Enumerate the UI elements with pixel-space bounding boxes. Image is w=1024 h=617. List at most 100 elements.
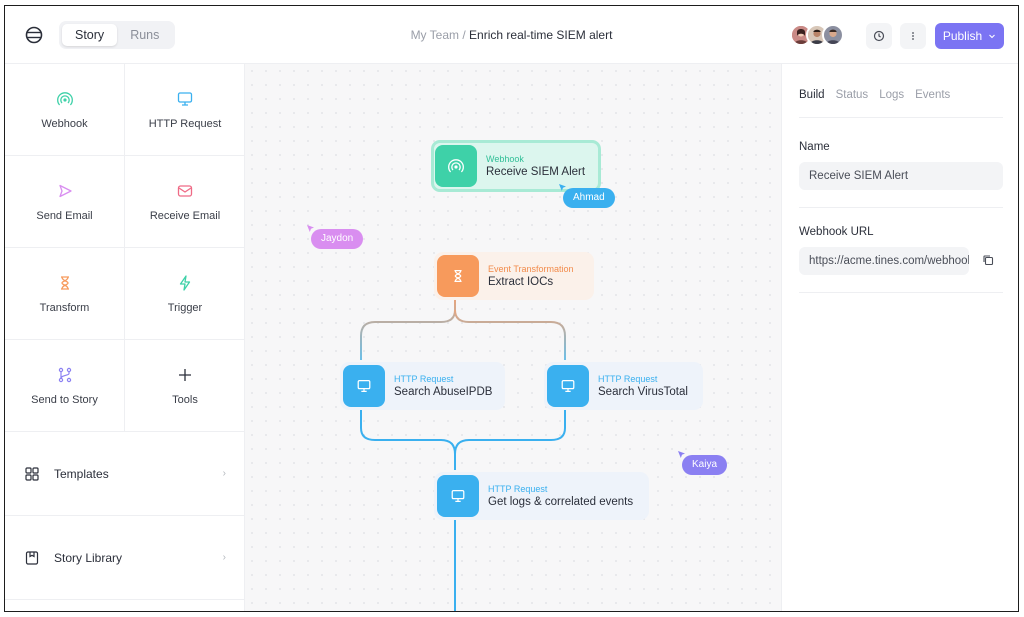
tile-webhook[interactable]: Webhook [5, 64, 125, 156]
plus-icon [179, 368, 191, 381]
cursor-label: Jaydon [311, 229, 364, 249]
tile-label: HTTP Request [148, 117, 222, 130]
templates-label: Templates [54, 466, 109, 481]
more-button[interactable] [900, 23, 926, 49]
copy-icon[interactable] [982, 254, 994, 266]
monitor-icon [357, 380, 371, 392]
tile-transform[interactable]: Transform [5, 248, 125, 340]
edge-transform-virustotal [454, 309, 566, 360]
hourglass-icon [60, 275, 69, 290]
avatar[interactable] [806, 24, 828, 46]
breadcrumb: My Team / Enrich real-time SIEM alert [5, 28, 1018, 42]
publish-label: Publish [942, 29, 983, 43]
connections [360, 189, 566, 611]
clock-icon [873, 30, 885, 42]
node-type: Event Transformation [488, 264, 574, 274]
node-name: Get logs & correlated events [488, 496, 634, 508]
divider [799, 292, 1003, 293]
tile-send-to-story[interactable]: Send to Story [5, 340, 125, 432]
tile-receive-email[interactable]: Receive Email [125, 156, 245, 248]
edge-virustotal-getlogs [454, 410, 566, 455]
mail-icon [177, 184, 193, 197]
pointer-icon [307, 225, 314, 232]
edge-transform-abuseipdb [360, 300, 456, 360]
inspector-panel: Build Status Logs Events Name Receive SI… [781, 64, 1018, 611]
cursor-label: Kaiya [682, 455, 728, 475]
node-type: HTTP Request [394, 374, 454, 384]
node-name: Search VirusTotal [598, 386, 688, 398]
monitor-icon [177, 91, 193, 106]
story-canvas[interactable]: Webhook Receive SIEM Alert Event Transfo… [245, 64, 781, 611]
edge-abuseipdb-getlogs [360, 410, 456, 470]
tile-trigger[interactable]: Trigger [125, 248, 245, 340]
breadcrumb-team[interactable]: My Team [410, 28, 460, 42]
node-search-abuseipdb[interactable]: HTTP Request Search AbuseIPDB [340, 362, 505, 410]
person-icon [792, 26, 810, 44]
story-library-link[interactable]: Story Library › [5, 516, 244, 600]
node-name: Receive SIEM Alert [486, 166, 586, 178]
node-name: Extract IOCs [488, 276, 554, 288]
grid-icon [25, 466, 39, 481]
tile-label: Send to Story [31, 393, 98, 406]
webhook-icon [448, 159, 464, 173]
tile-label: Webhook [41, 117, 88, 130]
node-icon [437, 255, 479, 297]
tile-tools[interactable]: Tools [125, 340, 245, 432]
send-icon [58, 184, 72, 197]
chevron-right-icon: › [222, 468, 226, 479]
chevron-down-icon [989, 34, 996, 39]
name-field[interactable]: Receive SIEM Alert [799, 162, 1003, 190]
breadcrumb-separator: / [459, 28, 470, 42]
tile-send-email[interactable]: Send Email [5, 156, 125, 248]
webhook-url-label: Webhook URL [799, 226, 874, 238]
webhook-url-field[interactable]: https://acme.tines.com/webhook [799, 247, 969, 275]
node-receive-siem-alert[interactable]: Webhook Receive SIEM Alert [431, 140, 601, 192]
tab-story[interactable]: Story [62, 24, 118, 46]
tab-build[interactable]: Build [799, 89, 825, 101]
webhook-icon [56, 91, 73, 105]
node-extract-iocs[interactable]: Event Transformation Extract IOCs [434, 252, 594, 300]
breadcrumb-story: Enrich real-time SIEM alert [469, 28, 613, 42]
publish-button[interactable]: Publish [935, 23, 1004, 49]
node-get-logs[interactable]: HTTP Request Get logs & correlated event… [434, 472, 649, 520]
top-bar: Story Runs My Team / Enrich real-time SI… [5, 6, 1018, 64]
inspector-tabs: Build Status Logs Events [799, 89, 950, 101]
tab-logs[interactable]: Logs [879, 89, 905, 101]
bolt-icon [179, 274, 191, 291]
branch-icon [58, 367, 71, 382]
name-label: Name [799, 141, 830, 153]
tab-status[interactable]: Status [835, 89, 869, 101]
node-type: Webhook [486, 154, 524, 164]
divider [799, 117, 1003, 118]
templates-link[interactable]: Templates › [5, 432, 244, 516]
pointer-icon [678, 451, 685, 458]
history-button[interactable] [866, 23, 892, 49]
tile-label: Send Email [36, 209, 93, 222]
tines-logo-icon[interactable] [23, 24, 45, 46]
more-vertical-icon [912, 32, 914, 40]
story-library-label: Story Library [54, 550, 123, 565]
bookmark-icon [25, 550, 39, 565]
tile-label: Transform [39, 301, 90, 314]
tile-label: Trigger [167, 301, 203, 314]
node-type: HTTP Request [598, 374, 658, 384]
tile-label: Tools [172, 393, 198, 406]
view-switcher: Story Runs [59, 21, 176, 49]
action-palette: Webhook HTTP Request Send Email Receive … [5, 64, 245, 611]
node-icon [547, 365, 589, 407]
tab-events[interactable]: Events [915, 89, 951, 101]
app-window: Story Runs My Team / Enrich real-time SI… [4, 5, 1019, 612]
node-name: Search AbuseIPDB [394, 386, 493, 398]
divider [799, 207, 1003, 208]
node-icon [435, 145, 477, 187]
avatar[interactable] [822, 24, 844, 46]
node-icon [437, 475, 479, 517]
node-search-virustotal[interactable]: HTTP Request Search VirusTotal [544, 362, 703, 410]
collaborator-avatars[interactable] [790, 24, 844, 46]
monitor-icon [561, 380, 575, 392]
tab-runs[interactable]: Runs [130, 28, 160, 42]
node-type: HTTP Request [488, 484, 548, 494]
pointer-icon [559, 184, 566, 191]
person-icon [824, 26, 842, 44]
tile-http-request[interactable]: HTTP Request [125, 64, 245, 156]
